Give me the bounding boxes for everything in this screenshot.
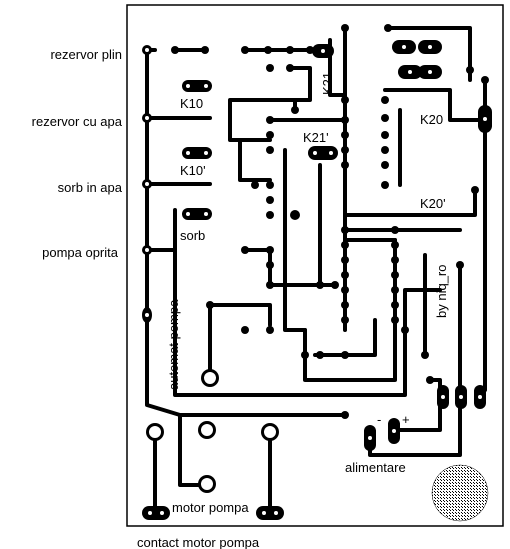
pad-contact-right [256,506,284,520]
pad-k10 [182,80,212,92]
label-pompa-oprita: pompa oprita [42,245,119,260]
pad-tr-4 [418,65,442,79]
pad-top-capsule [312,44,334,58]
label-automat-pompa: automat pompa [166,299,181,390]
pads [142,24,492,520]
pad-large-automat [201,369,219,387]
label-contact-motor-pompa: contact motor pompa [137,535,260,549]
pad-alim-right-1 [437,385,449,409]
trace-motor-2 [178,413,207,487]
pad-left-5 [142,307,152,323]
trace-mid-3 [283,148,307,332]
pad-k20-right [478,105,492,133]
pad-k21p [308,146,338,160]
trace-lower-1 [318,163,337,287]
pad-tr-3 [398,65,422,79]
label-sorb-in-apa: sorb in apa [58,180,123,195]
label-plus: + [402,412,410,427]
pad-large-motor-d [198,475,216,493]
label-rezervor-plin: rezervor plin [50,47,122,62]
pad-alim-plus [388,418,400,444]
trace-k20p [343,188,477,217]
pad-left-2 [142,113,152,123]
trace-lower-3 [313,318,377,357]
trace-left-block [173,208,407,397]
label-minus: - [377,412,381,427]
label-k21p: K21' [303,130,329,145]
pad-k10p [182,147,212,159]
pad-alim-minus [364,425,376,451]
label-k10p: K10' [180,163,206,178]
trace-lower-5 [208,303,272,327]
pad-left-4 [142,245,152,255]
pad-large-motor-b [198,421,216,439]
trace-lower-4 [243,248,322,287]
pad-tr-2 [418,40,442,54]
board-outline [126,4,504,527]
trace-k21-2 [228,66,312,142]
label-rezervor-cu-apa: rezervor cu apa [32,114,123,129]
pad-large-motor-a [146,423,164,441]
pad-left-1 [142,45,152,55]
label-motor-pompa: motor pompa [172,500,249,515]
trace-right-col-a [343,108,397,242]
pad-contact-left [142,506,170,520]
pad-left-3 [142,179,152,189]
pad-large-motor-c [261,423,279,441]
trace-top-right [386,26,472,82]
mounting-hole [431,464,489,522]
trace-right-k20 [383,88,487,122]
trace-left-rail [145,48,182,417]
label-by-niq-ro: by niq_ro [434,265,449,318]
trace-mid-2 [238,138,272,182]
label-k20: K20 [420,112,443,127]
label-k21: K21 [320,72,335,95]
trace-k21 [328,38,347,97]
pad-alim-right-2 [455,385,467,409]
label-k10: K10 [180,96,203,111]
pad-sorb [182,208,212,220]
label-sorb: sorb [180,228,205,243]
label-alimentare: alimentare [345,460,406,475]
label-k20p: K20' [420,196,446,211]
pad-alim-right-3 [474,385,486,409]
trace-ic-bottom [403,288,442,327]
pad-tr-1 [392,40,416,54]
traces [145,26,487,514]
